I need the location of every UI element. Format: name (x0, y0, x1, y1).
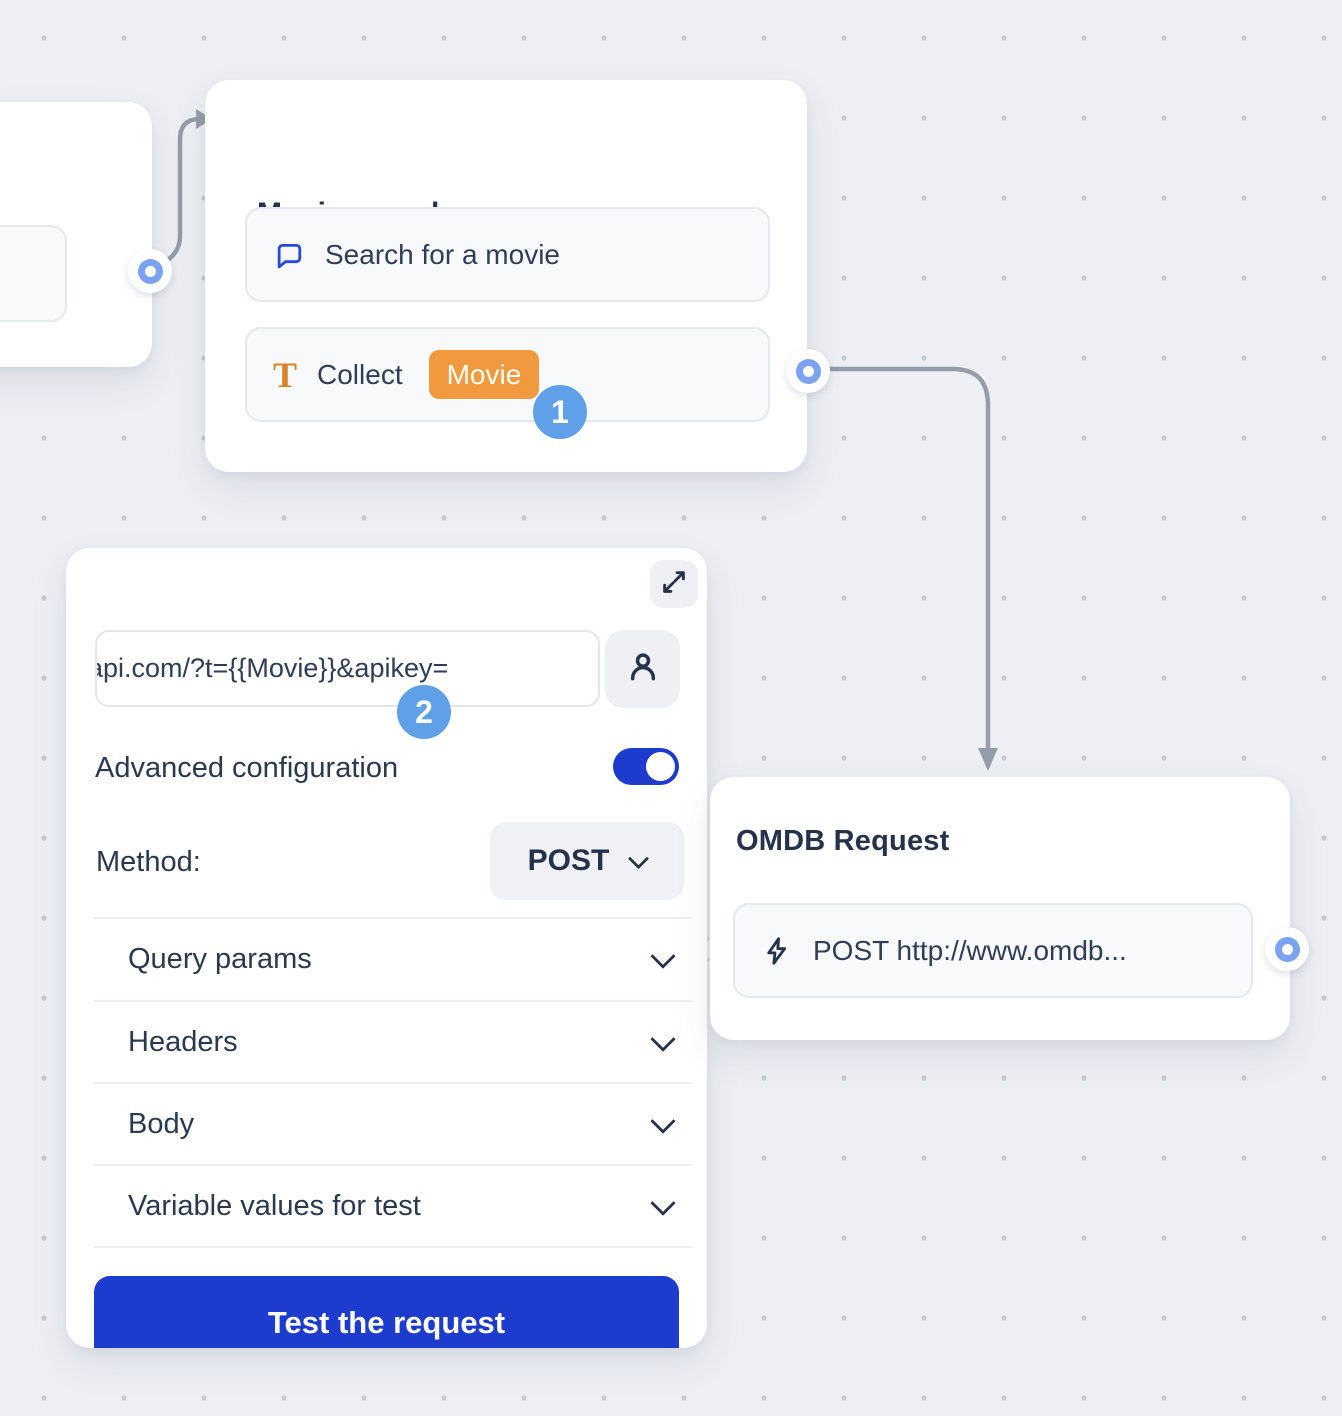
section-query-params[interactable]: Query params (94, 919, 692, 999)
lightning-icon (761, 935, 793, 967)
connector-left-to-movie-search (150, 116, 203, 271)
advanced-config-label: Advanced configuration (95, 752, 399, 784)
output-port-omdb[interactable] (1265, 927, 1309, 971)
chevron-down-icon (650, 1190, 676, 1216)
section-body[interactable]: Body (94, 1084, 692, 1164)
node-title: OMDB Request (736, 825, 950, 857)
port-ring (137, 258, 163, 284)
output-port-movie-search[interactable] (786, 349, 830, 393)
section-label: Query params (128, 942, 312, 975)
message-row[interactable]: Search for a movie (245, 207, 770, 302)
section-label: Headers (128, 1025, 238, 1058)
webhook-editor-panel: api.com/?t={{Movie}}&apikey= Advanced co… (66, 548, 707, 1348)
chat-bubble-icon (273, 239, 305, 271)
expand-icon (659, 567, 689, 602)
section-variable-values[interactable]: Variable values for test (94, 1166, 692, 1246)
request-row[interactable]: POST http://www.omdb... (733, 903, 1253, 998)
port-ring (795, 358, 821, 384)
message-row-label: Search for a movie (325, 238, 560, 270)
movie-search-node[interactable]: Movie search Search for a movie T Collec… (205, 80, 807, 472)
section-headers[interactable]: Headers (94, 1002, 692, 1082)
chevron-down-icon (650, 1108, 676, 1134)
divider (94, 1164, 692, 1166)
omdb-request-node[interactable]: OMDB Request POST http://www.omdb... (710, 777, 1290, 1040)
divider (94, 1082, 692, 1084)
test-request-button[interactable]: Test the request (94, 1276, 679, 1348)
divider (94, 917, 692, 919)
request-row-label: POST http://www.omdb... (813, 934, 1127, 966)
node-row-partial[interactable] (0, 225, 67, 322)
variable-badge[interactable]: Movie (428, 349, 540, 400)
step-badge-1: 1 (533, 385, 587, 439)
section-label: Variable values for test (128, 1189, 421, 1222)
method-label: Method: (96, 846, 201, 878)
port-ring (1274, 936, 1300, 962)
output-port-partial-node[interactable] (128, 249, 172, 293)
divider (94, 1000, 692, 1002)
url-input[interactable]: api.com/?t={{Movie}}&apikey= (95, 630, 600, 707)
insert-variable-button[interactable] (605, 630, 680, 708)
divider (94, 1246, 692, 1248)
connector-arrowhead-right (196, 109, 212, 129)
connector-movie-search-to-omdb (815, 366, 991, 753)
method-select[interactable]: POST (490, 822, 684, 900)
port-hole (1281, 943, 1293, 955)
chevron-down-icon (650, 1026, 676, 1052)
url-input-value: api.com/?t={{Movie}}&apikey= (95, 653, 449, 683)
toggle-knob (646, 752, 675, 781)
method-value: POST (527, 844, 610, 877)
step-badge-2: 2 (397, 685, 451, 739)
chevron-down-icon (628, 847, 650, 869)
section-label: Body (128, 1107, 195, 1140)
port-hole (144, 265, 156, 277)
collect-row[interactable]: T Collect Movie (245, 327, 770, 422)
connector-arrowhead-down (978, 748, 998, 771)
chevron-down-icon (650, 943, 676, 969)
node-card-partial[interactable] (0, 102, 152, 367)
expand-button[interactable] (650, 560, 698, 608)
advanced-config-toggle[interactable] (613, 748, 679, 785)
person-icon (623, 647, 663, 692)
collect-row-label: Collect (317, 358, 403, 390)
port-hole (802, 365, 814, 377)
text-icon: T (273, 354, 298, 395)
